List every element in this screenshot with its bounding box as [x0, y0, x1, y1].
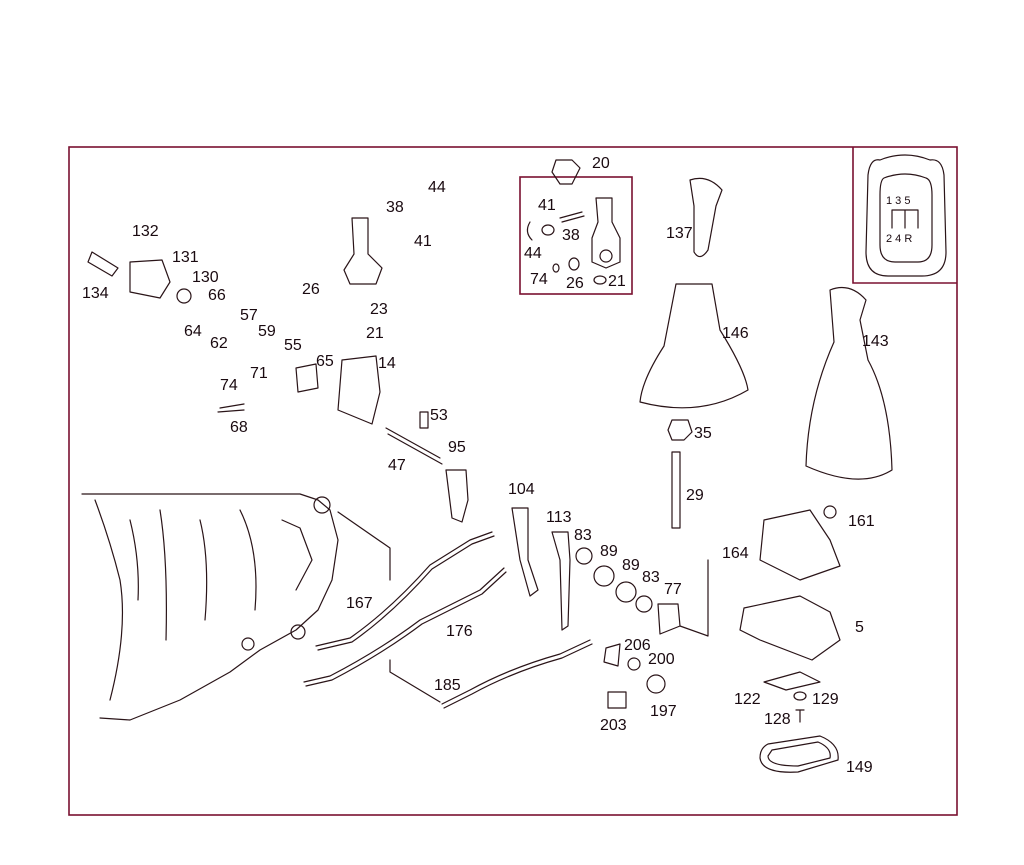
callout-74: 74 [530, 271, 548, 288]
callout-134: 134 [82, 285, 109, 302]
callout-200: 200 [648, 651, 675, 668]
callout-83: 83 [574, 527, 592, 544]
callout-197: 197 [650, 703, 677, 720]
callout-23: 23 [370, 301, 388, 318]
diagram-frame [68, 146, 958, 816]
callout-47: 47 [388, 457, 406, 474]
callout-35: 35 [694, 425, 712, 442]
callout-26: 26 [302, 281, 320, 298]
callout-53: 53 [430, 407, 448, 424]
callout-41: 41 [538, 197, 556, 214]
callout-89: 89 [622, 557, 640, 574]
callout-38: 38 [562, 227, 580, 244]
callout-146: 146 [722, 325, 749, 342]
callout-26: 26 [566, 275, 584, 292]
lever-assembly-inset [519, 159, 633, 295]
callout-149: 149 [846, 759, 873, 776]
callout-20: 20 [592, 155, 610, 172]
callout-29: 29 [686, 487, 704, 504]
callout-132: 132 [132, 223, 159, 240]
callout-71: 71 [250, 365, 268, 382]
callout-44: 44 [428, 179, 446, 196]
callout-83: 83 [642, 569, 660, 586]
callout-55: 55 [284, 337, 302, 354]
callout-41: 41 [414, 233, 432, 250]
callout-104: 104 [508, 481, 535, 498]
callout-128: 128 [764, 711, 791, 728]
callout-203: 203 [600, 717, 627, 734]
callout-62: 62 [210, 335, 228, 352]
callout-137: 137 [666, 225, 693, 242]
callout-130: 130 [192, 269, 219, 286]
callout-143: 143 [862, 333, 889, 350]
callout-21: 21 [366, 325, 384, 342]
callout-labels: 20 44 38 41 132 131 130 134 66 26 23 21 … [82, 155, 889, 776]
callout-77: 77 [664, 581, 682, 598]
callout-66: 66 [208, 287, 226, 304]
callout-129: 129 [812, 691, 839, 708]
shift-pattern-top: 1 3 5 [886, 195, 910, 207]
callout-65: 65 [316, 353, 334, 370]
callout-74: 74 [220, 377, 238, 394]
callout-164: 164 [722, 545, 749, 562]
callout-122: 122 [734, 691, 761, 708]
callout-89: 89 [600, 543, 618, 560]
gear-selector-parts [87, 217, 681, 709]
shift-rods [303, 511, 593, 709]
callout-206: 206 [624, 637, 651, 654]
callout-131: 131 [172, 249, 199, 266]
transmission-housing [81, 493, 339, 721]
callout-14: 14 [378, 355, 396, 372]
callout-176: 176 [446, 623, 473, 640]
shift-pattern-inset: 1 3 5 2 4 R [852, 147, 957, 284]
callout-21: 21 [608, 273, 626, 290]
callout-38: 38 [386, 199, 404, 216]
callout-5: 5 [855, 619, 864, 636]
callout-167: 167 [346, 595, 373, 612]
callout-161: 161 [848, 513, 875, 530]
shifter-base [679, 505, 841, 773]
callout-185: 185 [434, 677, 461, 694]
callout-113: 113 [546, 509, 572, 526]
shift-pattern-bottom: 2 4 R [886, 233, 912, 245]
callout-68: 68 [230, 419, 248, 436]
callout-64: 64 [184, 323, 202, 340]
shift-knobs-and-boots [639, 177, 893, 529]
callout-57: 57 [240, 307, 258, 324]
callout-44: 44 [524, 245, 542, 262]
callout-95: 95 [448, 439, 466, 456]
callout-59: 59 [258, 323, 276, 340]
